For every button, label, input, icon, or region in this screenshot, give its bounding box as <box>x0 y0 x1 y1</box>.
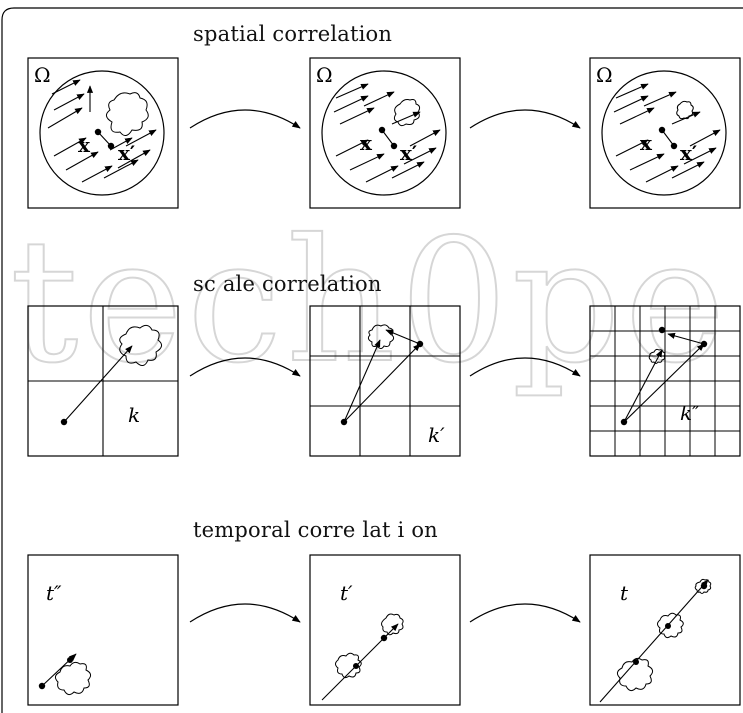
svg-text:Ω: Ω <box>596 63 613 87</box>
transition-arrow <box>469 109 581 129</box>
blob-shape <box>106 92 149 136</box>
blob-shape <box>367 324 395 349</box>
blob-shape <box>393 99 421 127</box>
blob-shape <box>616 657 654 692</box>
heading-scale-correlation: sc ale correlation <box>193 272 382 296</box>
svg-text:x: x <box>640 131 653 155</box>
svg-text:x′: x′ <box>400 141 417 165</box>
blob-shape <box>54 661 92 696</box>
k-prime-label: k′ <box>428 423 445 447</box>
scale-panel-2: k′ <box>309 305 461 457</box>
t-prime-label: t′ <box>340 581 353 605</box>
blob-shape <box>119 324 162 366</box>
svg-text:x′: x′ <box>680 141 697 165</box>
transition-arrow <box>189 357 301 377</box>
t-double-prime-label: t″ <box>46 581 62 605</box>
temporal-panel-3: t <box>589 554 741 706</box>
blob-shape <box>335 652 362 679</box>
transition-arrow <box>189 109 301 129</box>
blob-shape <box>381 613 404 636</box>
svg-text:Ω: Ω <box>316 63 333 87</box>
x-prime-label: x′ <box>118 141 135 165</box>
spatial-panel-1: Ω x x′ <box>27 57 179 209</box>
temporal-panel-1: t″ <box>27 554 179 706</box>
temporal-panel-2: t′ <box>309 554 461 706</box>
transition-arrow <box>469 603 581 623</box>
t-label: t <box>620 581 629 605</box>
scale-panel-1: k <box>27 305 179 457</box>
spatial-panel-3: Ω x x′ <box>589 57 741 209</box>
omega-label: Ω <box>34 63 51 87</box>
svg-text:x: x <box>360 131 373 155</box>
heading-spatial-correlation: spatial correlation <box>193 22 393 46</box>
x-label: x <box>78 133 91 157</box>
k-label: k <box>128 403 140 427</box>
k-double-prime-label: k″ <box>680 401 700 425</box>
transition-arrow <box>189 603 301 623</box>
blob-shape <box>657 612 684 639</box>
transition-arrow <box>469 357 581 377</box>
spatial-panel-2: Ω x x′ <box>309 57 461 209</box>
blob-shape <box>676 100 694 120</box>
heading-temporal-correlation: temporal corre lat i on <box>193 518 438 542</box>
scale-panel-3: k″ <box>589 305 741 457</box>
